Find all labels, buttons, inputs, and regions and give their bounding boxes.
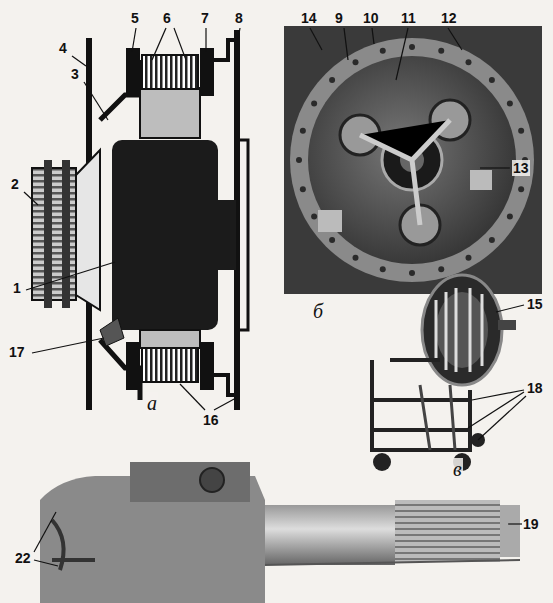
bolt-ring: [296, 44, 528, 276]
clutch-section: [32, 30, 248, 410]
bolt-hole: [311, 101, 317, 107]
callout-number: 15: [526, 296, 544, 312]
bolt-hole: [507, 101, 513, 107]
bolt-hole: [300, 128, 306, 134]
callout-number: 14: [300, 10, 318, 26]
callout-number: 13: [512, 160, 530, 176]
view-letter: в: [452, 458, 463, 480]
bolt-hole: [489, 77, 495, 83]
callout-number: 6: [162, 10, 172, 26]
bolt-hole: [329, 77, 335, 83]
callout-number: 12: [440, 10, 458, 26]
callout-number: 19: [522, 516, 540, 532]
callout-number: 3: [70, 66, 80, 82]
callout-number: 4: [58, 40, 68, 56]
view-letter: б: [312, 300, 324, 322]
bolt-hole: [466, 59, 472, 65]
callout-number: 9: [334, 10, 344, 26]
callout-number: 18: [526, 380, 544, 396]
callout-number: 5: [130, 10, 140, 26]
bolt-hole: [507, 214, 513, 220]
bolt-hole: [300, 186, 306, 192]
bolt-hole: [296, 157, 302, 163]
callout-number: 11: [400, 10, 417, 26]
bolt-hole: [438, 266, 444, 272]
shaft-photo: [40, 462, 520, 603]
bolt-hole: [353, 59, 359, 65]
bolt-hole: [489, 237, 495, 243]
bolt-hole: [409, 270, 415, 276]
bolt-hole: [518, 128, 524, 134]
bolt-hole: [438, 48, 444, 54]
bolt-hole: [380, 266, 386, 272]
callout-number: 16: [202, 412, 220, 428]
callout-number: 22: [14, 550, 32, 566]
callout-number: 2: [10, 176, 20, 192]
cart-machine: [372, 275, 516, 471]
callout-number: 17: [8, 344, 26, 360]
bolt-hole: [329, 237, 335, 243]
bolt-hole: [311, 214, 317, 220]
bolt-hole: [353, 255, 359, 261]
callout-number: 10: [362, 10, 380, 26]
bolt-hole: [518, 186, 524, 192]
bolt-hole: [466, 255, 472, 261]
bolt-hole: [380, 48, 386, 54]
callout-number: 7: [200, 10, 210, 26]
bolt-hole: [409, 44, 415, 50]
disc-photo: [284, 26, 542, 294]
callout-number: 8: [234, 10, 244, 26]
callout-number: 1: [12, 280, 22, 296]
leader-lines: [24, 28, 526, 566]
view-letter: а: [146, 392, 158, 414]
